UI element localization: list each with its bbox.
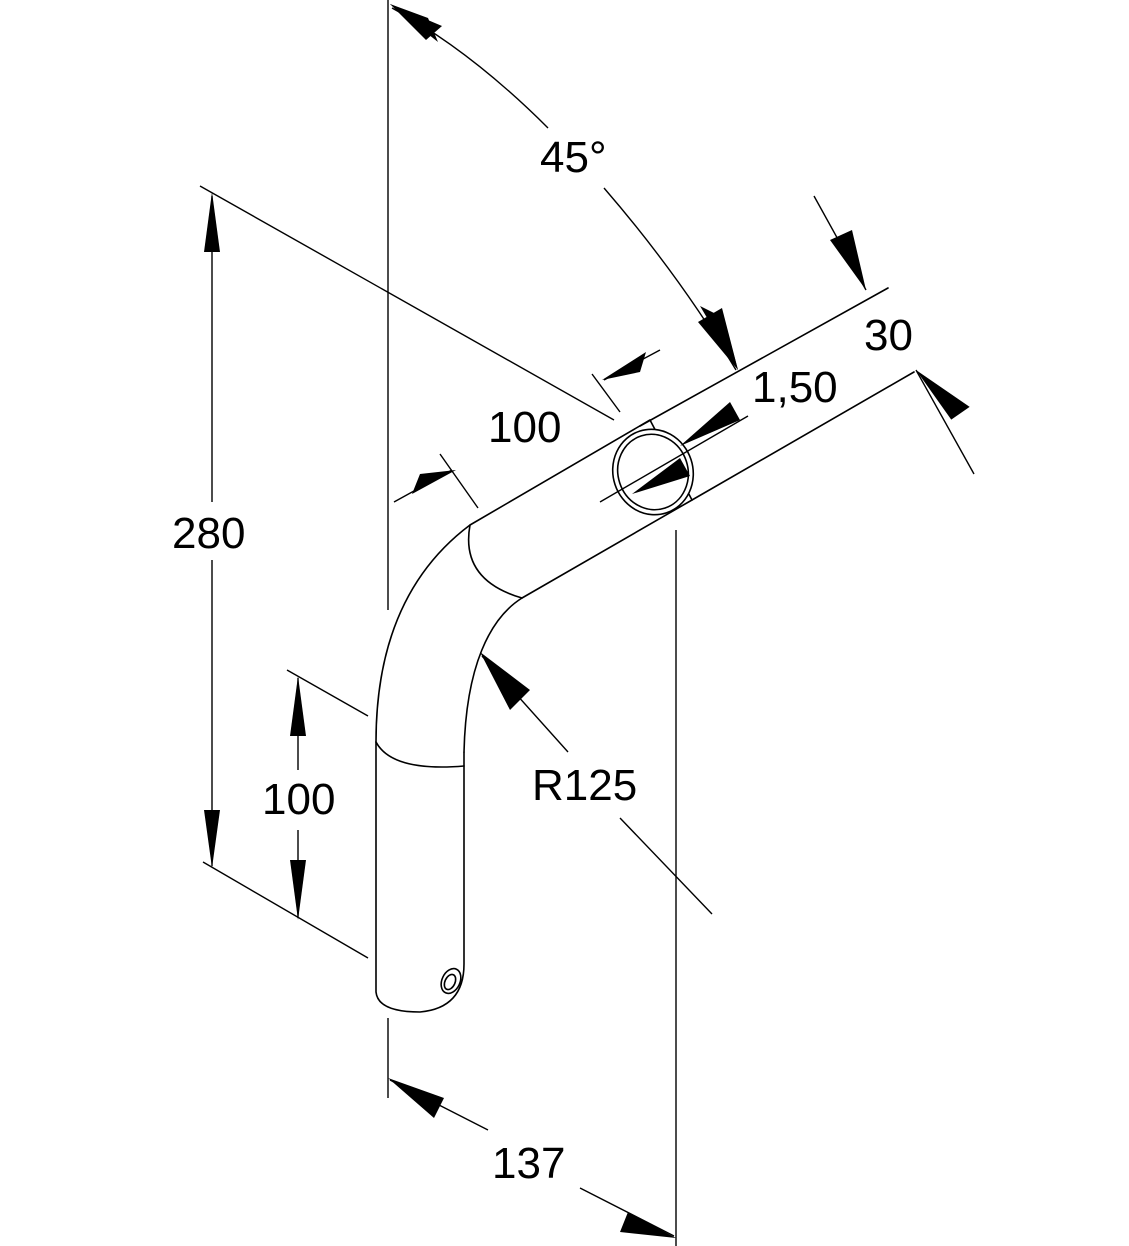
- wall-thickness-label: 1,50: [752, 363, 838, 412]
- arrowheads: [204, 4, 970, 1238]
- tube-lower-section: [375, 741, 465, 1013]
- tube-diameter-label: 30: [864, 311, 913, 360]
- mounting-hole: [440, 967, 462, 995]
- total-height-label: 280: [172, 509, 245, 558]
- dimension-labels: 45° 30 1,50 100 280 100 R125 137: [172, 133, 913, 1188]
- bend-radius-label: R125: [532, 761, 637, 810]
- bent-tube: [375, 287, 915, 1013]
- angle-label: 45°: [540, 133, 607, 182]
- arm-length-label: 100: [488, 403, 561, 452]
- lower-length-label: 100: [262, 775, 335, 824]
- offset-width-label: 137: [492, 1139, 565, 1188]
- extension-lines: [199, 0, 975, 1246]
- tube-bend-section: [375, 419, 693, 753]
